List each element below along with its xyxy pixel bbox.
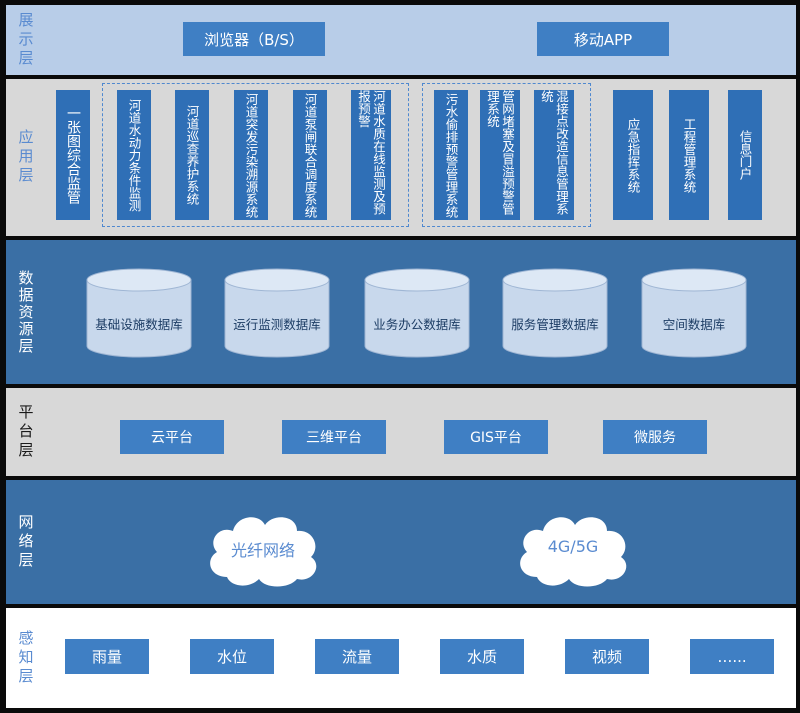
app-item-10: 应急指挥系统 bbox=[613, 90, 653, 220]
app-item-11: 工程管理系统 bbox=[669, 90, 709, 220]
app-item-12: 信息门户 bbox=[728, 90, 762, 220]
sensor-water-quality-box: 水质 bbox=[440, 639, 524, 674]
database-1: 基础设施数据库 bbox=[86, 268, 192, 358]
app-item-2: 河道水动力条件监测 bbox=[117, 90, 151, 220]
microservice-box: 微服务 bbox=[603, 420, 707, 454]
warning-group-frame bbox=[422, 83, 591, 227]
mobile-network-label: 4G/5G bbox=[547, 537, 599, 556]
presentation-layer: 展示层 浏览器（B/S） 移动APP bbox=[6, 5, 796, 75]
presentation-layer-label: 展示层 bbox=[16, 11, 35, 69]
3d-platform-box: 三维平台 bbox=[282, 420, 386, 454]
database-4: 服务管理数据库 bbox=[502, 268, 608, 358]
sensor-water-level-box: 水位 bbox=[190, 639, 274, 674]
sensor-rainfall-box: 雨量 bbox=[65, 639, 149, 674]
browser-box: 浏览器（B/S） bbox=[183, 22, 325, 56]
network-layer: 网络层 光纤网络 4G/5G bbox=[6, 480, 796, 604]
database-label: 服务管理数据库 bbox=[511, 317, 599, 332]
platform-layer-label: 平台层 bbox=[16, 403, 35, 461]
perception-layer-label: 感知层 bbox=[16, 629, 35, 687]
fiber-network-label: 光纤网络 bbox=[230, 541, 295, 560]
app-item-7: 污水偷排预警管理系统 bbox=[434, 90, 468, 220]
mobile-app-box: 移动APP bbox=[537, 22, 669, 56]
database-3: 业务办公数据库 bbox=[364, 268, 470, 358]
sensor-video-box: 视频 bbox=[565, 639, 649, 674]
app-item-3: 河道巡查养护系统 bbox=[175, 90, 209, 220]
database-label: 业务办公数据库 bbox=[373, 317, 461, 332]
network-layer-label: 网络层 bbox=[16, 513, 35, 571]
fiber-network-cloud: 光纤网络 bbox=[201, 507, 325, 589]
mobile-network-cloud: 4G/5G bbox=[511, 507, 635, 589]
app-item-8: 管网堵塞及冒溢预警管理系统 bbox=[480, 90, 520, 220]
database-label: 运行监测数据库 bbox=[233, 317, 321, 332]
application-layer-label: 应用层 bbox=[16, 129, 35, 186]
sensor-more-box: …... bbox=[690, 639, 774, 674]
gis-platform-box: GIS平台 bbox=[444, 420, 548, 454]
app-item-4: 河道突发污染溯源系统 bbox=[234, 90, 268, 220]
database-2: 运行监测数据库 bbox=[224, 268, 330, 358]
cloud-platform-box: 云平台 bbox=[120, 420, 224, 454]
perception-layer: 感知层 雨量 水位 流量 水质 视频 …... bbox=[6, 608, 796, 708]
app-item-9: 混接点改造信息管理系统 bbox=[534, 90, 574, 220]
monitoring-group-frame bbox=[102, 83, 409, 227]
data-layer-label: 数据资源层 bbox=[16, 269, 35, 355]
database-5: 空间数据库 bbox=[641, 268, 747, 358]
database-label: 空间数据库 bbox=[662, 317, 726, 332]
platform-layer: 平台层 云平台 三维平台 GIS平台 微服务 bbox=[6, 388, 796, 476]
sensor-flow-box: 流量 bbox=[315, 639, 399, 674]
app-item-6: 河道水质在线监测及预报预警 bbox=[351, 90, 391, 220]
database-label: 基础设施数据库 bbox=[95, 317, 183, 332]
app-item-5: 河道泵闸联合调度系统 bbox=[293, 90, 327, 220]
app-item-1: 一张图综合监管 bbox=[56, 90, 90, 220]
application-layer: 应用层 一张图综合监管 河道水动力条件监测 河道巡查养护系统 河道突发污染溯源系… bbox=[6, 79, 796, 236]
data-resource-layer: 数据资源层 基础设施数据库 运行监测数据库 业务办公数据库 服务管理数据库 空间… bbox=[6, 240, 796, 384]
